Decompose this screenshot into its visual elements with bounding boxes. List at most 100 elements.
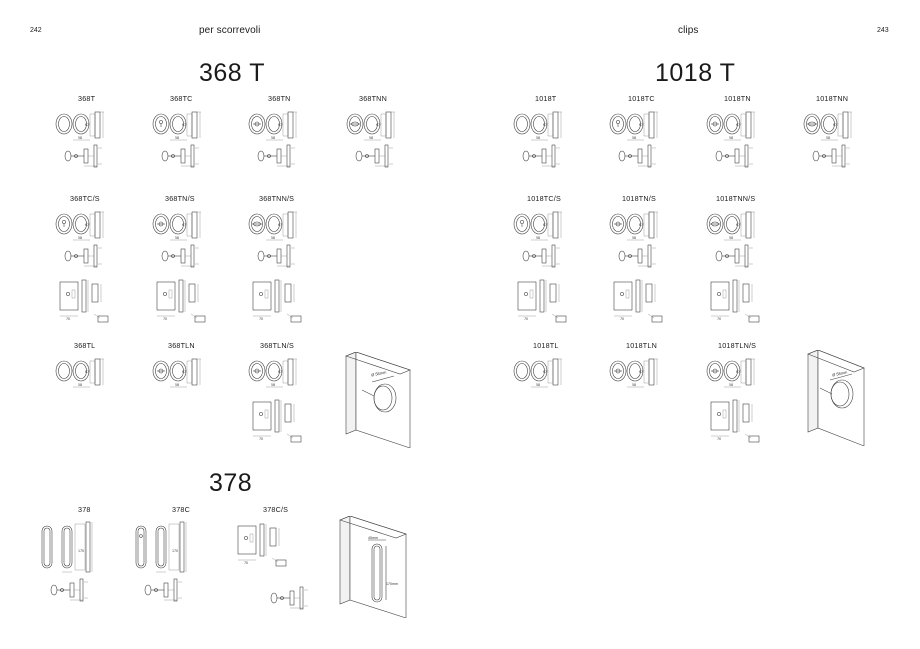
door-round-recess-illustration xyxy=(345,352,411,448)
model-label: 368TN xyxy=(268,94,291,103)
svg-text:58: 58 xyxy=(536,136,540,140)
model-label: 1018TC xyxy=(628,94,655,103)
model-label: 368TNN/S xyxy=(259,194,295,203)
lock-body-drawing: 70 xyxy=(156,279,206,323)
svg-text:58: 58 xyxy=(729,383,733,387)
svg-text:67: 67 xyxy=(85,223,89,227)
svg-text:70: 70 xyxy=(524,317,528,321)
svg-text:58: 58 xyxy=(632,136,636,140)
svg-text:67: 67 xyxy=(182,223,186,227)
model-label: 1018TL xyxy=(533,341,559,350)
front-view-drawing: 58 67 xyxy=(152,358,201,388)
page-header-left: per scorrevoli xyxy=(199,25,261,36)
svg-text:58: 58 xyxy=(536,236,540,240)
svg-text:70: 70 xyxy=(717,317,721,321)
side-view-drawing xyxy=(618,144,656,168)
front-view-drawing: 58 67 xyxy=(706,358,755,388)
svg-text:58: 58 xyxy=(175,383,179,387)
side-view-drawing xyxy=(812,144,850,168)
front-view-drawing: 58 67 xyxy=(609,358,658,388)
side-view-drawing xyxy=(522,144,560,168)
svg-text:170: 170 xyxy=(78,549,84,553)
svg-text:67: 67 xyxy=(639,370,643,374)
svg-text:67: 67 xyxy=(543,123,547,127)
model-label: 1018TN/S xyxy=(622,194,656,203)
model-label: 368TC xyxy=(170,94,193,103)
svg-text:58: 58 xyxy=(632,383,636,387)
model-label: 1018TLN xyxy=(626,341,657,350)
svg-text:58: 58 xyxy=(826,136,830,140)
svg-text:67: 67 xyxy=(639,123,643,127)
lock-body-drawing: 70 xyxy=(59,279,109,323)
section-title-368t: 368 T xyxy=(199,59,265,87)
dimension-label: 170mm xyxy=(386,582,398,586)
svg-text:67: 67 xyxy=(85,370,89,374)
model-label: 1018TNN xyxy=(816,94,849,103)
svg-text:58: 58 xyxy=(175,236,179,240)
side-view-drawing xyxy=(64,144,102,168)
model-label: 378C/S xyxy=(263,505,289,514)
svg-text:70: 70 xyxy=(66,317,70,321)
front-view-drawing: 58 67 xyxy=(513,358,562,388)
svg-text:67: 67 xyxy=(543,370,547,374)
svg-text:58: 58 xyxy=(78,383,82,387)
side-view-drawing xyxy=(50,578,88,602)
front-view-drawing: 58 67 xyxy=(513,211,562,241)
svg-text:67: 67 xyxy=(736,223,740,227)
svg-text:67: 67 xyxy=(736,123,740,127)
svg-text:67: 67 xyxy=(736,370,740,374)
svg-text:67: 67 xyxy=(543,223,547,227)
section-title-378: 378 xyxy=(209,469,253,497)
svg-text:58: 58 xyxy=(729,136,733,140)
side-view-drawing xyxy=(257,244,295,268)
section-title-1018t: 1018 T xyxy=(655,59,736,87)
svg-text:170: 170 xyxy=(172,549,178,553)
side-view-drawing xyxy=(355,144,393,168)
svg-text:58: 58 xyxy=(271,136,275,140)
front-view-drawing: 58 67 xyxy=(706,111,755,141)
svg-text:67: 67 xyxy=(639,223,643,227)
side-view-drawing xyxy=(64,244,102,268)
svg-text:58: 58 xyxy=(271,383,275,387)
model-label: 1018TLN/S xyxy=(718,341,757,350)
side-view-drawing xyxy=(161,244,199,268)
front-view-drawing: 58 67 xyxy=(152,211,201,241)
lock-body-drawing: 70 xyxy=(613,279,663,323)
svg-text:67: 67 xyxy=(278,123,282,127)
svg-text:58: 58 xyxy=(271,236,275,240)
page-number-left: 242 xyxy=(30,27,42,34)
model-label: 368TN/S xyxy=(165,194,195,203)
model-label: 1018T xyxy=(535,94,557,103)
front-view-drawing: 58 67 xyxy=(706,211,755,241)
side-view-drawing xyxy=(618,244,656,268)
model-label: 378 xyxy=(78,505,91,514)
model-label: 368TLN/S xyxy=(260,341,294,350)
page-header-right: clips xyxy=(678,25,699,36)
svg-text:58: 58 xyxy=(632,236,636,240)
side-view-drawing xyxy=(257,144,295,168)
svg-text:70: 70 xyxy=(244,561,248,565)
model-label: 1018TN xyxy=(724,94,751,103)
front-view-drawing: 58 67 xyxy=(55,211,104,241)
svg-text:58: 58 xyxy=(729,236,733,240)
side-view-drawing xyxy=(270,586,308,610)
side-view-drawing xyxy=(161,144,199,168)
front-view-drawing: 58 67 xyxy=(513,111,562,141)
svg-text:67: 67 xyxy=(182,370,186,374)
model-label: 368TLN xyxy=(168,341,195,350)
side-view-drawing xyxy=(522,244,560,268)
svg-text:70: 70 xyxy=(163,317,167,321)
lock-body-drawing: 70 xyxy=(237,523,287,567)
svg-text:58: 58 xyxy=(369,136,373,140)
svg-text:67: 67 xyxy=(85,123,89,127)
svg-text:58: 58 xyxy=(536,383,540,387)
slot-plate-drawing: 170 xyxy=(135,521,187,573)
svg-text:70: 70 xyxy=(259,437,263,441)
front-view-drawing: 58 67 xyxy=(609,211,658,241)
svg-text:58: 58 xyxy=(78,236,82,240)
